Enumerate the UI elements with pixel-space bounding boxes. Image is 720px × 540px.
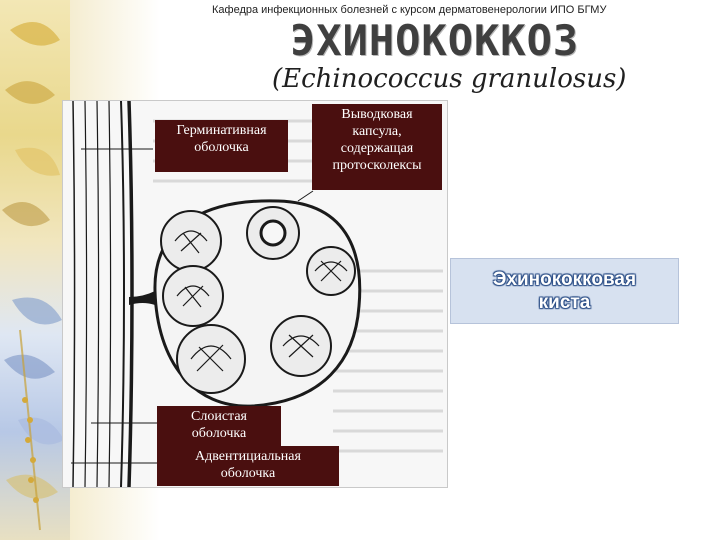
decorative-leaf-strip xyxy=(0,0,70,540)
leaf-ornament-icon xyxy=(2,22,64,531)
label-brood-capsule: Выводковая капсула, содержащая протоскол… xyxy=(312,104,442,190)
label-laminated-layer: Слоистая оболочка xyxy=(157,406,281,446)
cyst-caption-box: Эхинококковая киста xyxy=(450,258,679,324)
label-adventitial-line1: Адвентициальная xyxy=(195,449,301,464)
label-laminated-line2: оболочка xyxy=(191,426,247,441)
page-title: ЭХИНОКОККОЗ xyxy=(290,16,580,65)
department-caption: Кафедра инфекционных болезней с курсом д… xyxy=(212,4,607,16)
label-germinal-layer: Герминативная оболочка xyxy=(155,120,288,172)
cyst-caption-line2: киста xyxy=(538,292,591,313)
label-brood-line3: содержащая xyxy=(340,141,414,156)
label-brood-line4: протосколексы xyxy=(332,158,422,173)
label-laminated-line1: Слоистая xyxy=(191,409,247,424)
latin-subtitle: (Echinococcus granulosus) xyxy=(272,64,627,94)
label-germinal-line2: оболочка xyxy=(194,140,249,155)
label-adventitial-line2: оболочка xyxy=(220,466,276,481)
label-brood-line2: капсула, xyxy=(352,124,402,139)
label-brood-line1: Выводковая xyxy=(341,107,413,122)
label-adventitial-layer: Адвентициальная оболочка xyxy=(157,446,339,486)
label-germinal-line1: Герминативная xyxy=(176,123,267,138)
cyst-caption-line1: Эхинококковая xyxy=(492,269,637,290)
